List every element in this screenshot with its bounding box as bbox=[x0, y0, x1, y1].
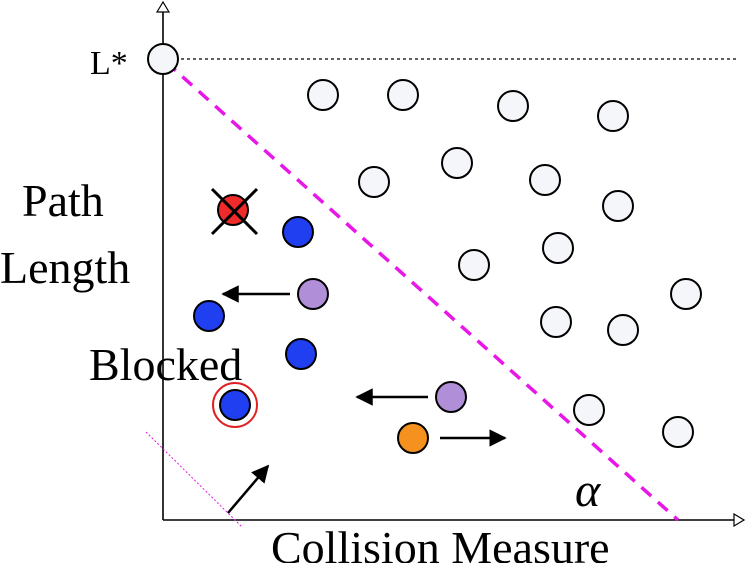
blocked-node bbox=[193, 300, 225, 332]
feasible-node bbox=[602, 190, 634, 222]
y-axis-label-length: Length bbox=[0, 242, 130, 293]
feasible-node bbox=[358, 166, 390, 198]
feasible-node bbox=[597, 100, 629, 132]
feasible-node bbox=[542, 232, 574, 264]
feasible-node bbox=[387, 79, 419, 111]
x-axis-arrowhead bbox=[733, 512, 746, 528]
feasible-node bbox=[540, 306, 572, 338]
origin-boundary-line bbox=[145, 431, 243, 528]
blocked-node bbox=[285, 338, 317, 370]
l-star-label: L* bbox=[90, 45, 128, 82]
feasible-nodes bbox=[307, 79, 702, 448]
blocked-nodes bbox=[193, 216, 317, 428]
new-node bbox=[397, 422, 429, 454]
y-axis-arrowhead bbox=[155, 0, 171, 13]
moving-node bbox=[297, 278, 329, 310]
feasible-node bbox=[607, 314, 639, 346]
l-star-node bbox=[147, 43, 179, 75]
diagonal-arrow bbox=[227, 464, 270, 514]
feasible-node bbox=[441, 147, 473, 179]
feasible-node bbox=[662, 416, 694, 448]
cross-mark-icon bbox=[210, 187, 259, 236]
feasible-node bbox=[573, 394, 605, 426]
infeasible-node bbox=[210, 187, 259, 236]
blocked-node-highlight-ring bbox=[212, 382, 258, 428]
blocked-label: Blocked bbox=[89, 339, 242, 390]
moving-node bbox=[435, 381, 467, 413]
arrows bbox=[221, 285, 507, 514]
alpha-boundary-line bbox=[164, 60, 680, 522]
feasible-node bbox=[497, 90, 529, 122]
moving-nodes bbox=[297, 278, 467, 413]
feasible-node bbox=[307, 79, 339, 111]
alpha-label: α bbox=[575, 464, 601, 517]
feasible-node bbox=[670, 278, 702, 310]
feasible-node bbox=[529, 164, 561, 196]
blocked-node bbox=[282, 216, 314, 248]
y-axis-label-path: Path bbox=[22, 175, 104, 226]
blocked-node bbox=[219, 389, 251, 421]
feasible-node bbox=[458, 249, 490, 281]
x-axis-label: Collision Measure bbox=[271, 522, 610, 563]
axes bbox=[155, 0, 746, 528]
